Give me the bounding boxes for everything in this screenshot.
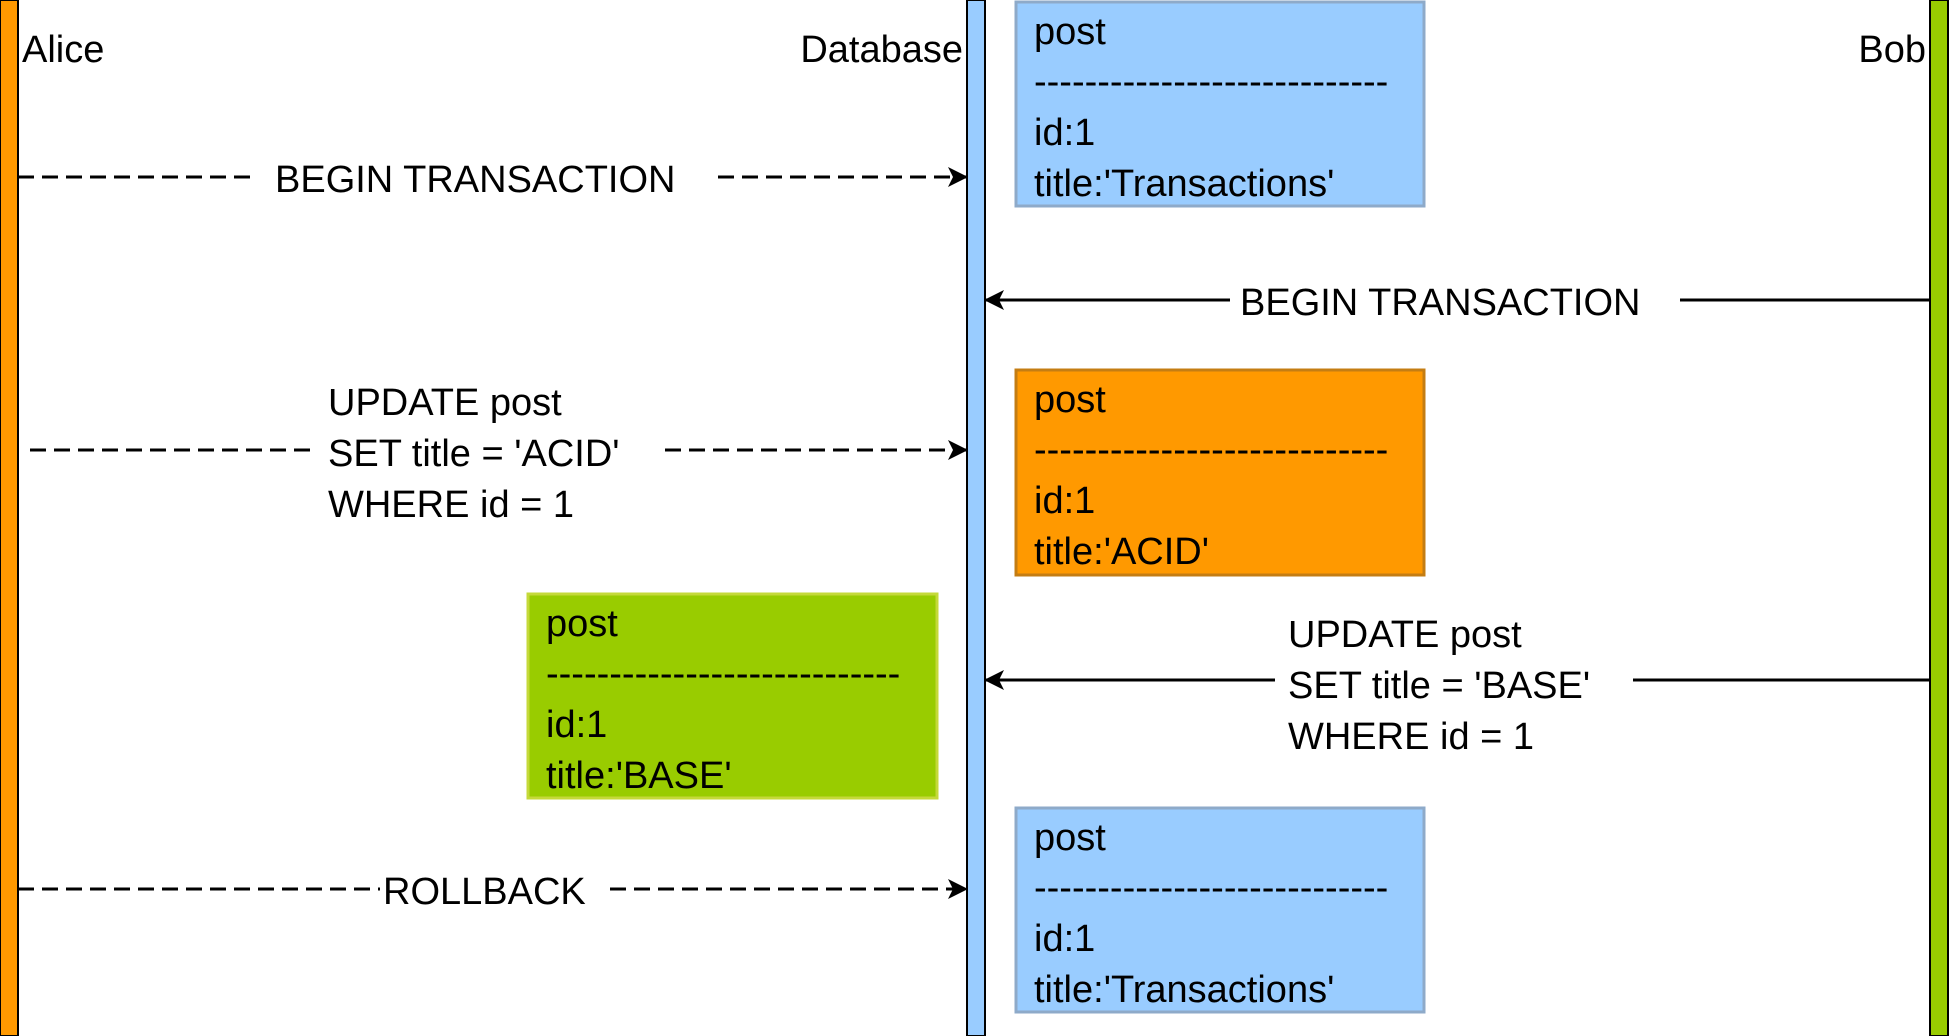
db-final-id: id:1: [1034, 918, 1095, 960]
participant-labels: Alice Database Bob: [22, 29, 1926, 71]
alice-view-record-box: [1014, 368, 1426, 577]
db-initial-id: id:1: [1034, 112, 1095, 154]
alice-lifeline: [0, 0, 19, 1036]
bob-update-message: UPDATE post SET title = 'BASE' WHERE id …: [984, 614, 1930, 758]
alice-begin-label: BEGIN TRANSACTION: [275, 159, 675, 201]
alice-begin-message: BEGIN TRANSACTION: [18, 159, 968, 201]
alice-update-message: UPDATE post SET title = 'ACID' WHERE id …: [30, 382, 968, 526]
db-initial-title: title:'Transactions': [1034, 163, 1334, 205]
bob-begin-message: BEGIN TRANSACTION: [984, 282, 1930, 324]
db-final-table: post: [1034, 817, 1106, 859]
bob-view-separator: ----------------------------: [546, 653, 900, 695]
alice-update-line-1: UPDATE post: [328, 382, 562, 424]
bob-view-title: title:'BASE': [546, 755, 732, 797]
bob-view-table: post: [546, 603, 618, 645]
alice-update-line-2: SET title = 'ACID': [328, 433, 620, 475]
alice-view-separator: ----------------------------: [1034, 429, 1388, 471]
bob-update-line-1: UPDATE post: [1288, 614, 1522, 656]
bob-view-id: id:1: [546, 704, 607, 746]
database-lifeline: [966, 0, 986, 1036]
alice-label: Alice: [22, 29, 104, 71]
alice-update-line-3: WHERE id = 1: [328, 484, 574, 526]
alice-view-table: post: [1034, 379, 1106, 421]
bob-begin-label: BEGIN TRANSACTION: [1240, 282, 1640, 324]
db-initial-table: post: [1034, 11, 1106, 53]
db-final-record-box: [1014, 806, 1426, 1014]
bob-update-line-3: WHERE id = 1: [1288, 716, 1534, 758]
db-final-record: post ---------------------------- id:1 t…: [1014, 806, 1426, 1014]
alice-rollback-label: ROLLBACK: [383, 871, 586, 913]
alice-view-title: title:'ACID': [1034, 531, 1209, 573]
db-final-separator: ----------------------------: [1034, 867, 1388, 909]
db-initial-separator: ----------------------------: [1034, 61, 1388, 103]
alice-rollback-message: ROLLBACK: [18, 871, 968, 913]
db-final-title: title:'Transactions': [1034, 969, 1334, 1011]
bob-view-record-box: [526, 592, 939, 800]
bob-view-record: post ---------------------------- id:1 t…: [526, 592, 939, 800]
db-initial-record: post ---------------------------- id:1 t…: [1014, 0, 1426, 208]
bob-label: Bob: [1858, 29, 1926, 71]
database-label: Database: [800, 29, 963, 71]
alice-view-record: post ---------------------------- id:1 t…: [1014, 368, 1426, 577]
db-initial-record-box: [1014, 0, 1426, 208]
bob-update-line-2: SET title = 'BASE': [1288, 665, 1590, 707]
bob-lifeline: [1929, 0, 1949, 1036]
alice-view-id: id:1: [1034, 480, 1095, 522]
